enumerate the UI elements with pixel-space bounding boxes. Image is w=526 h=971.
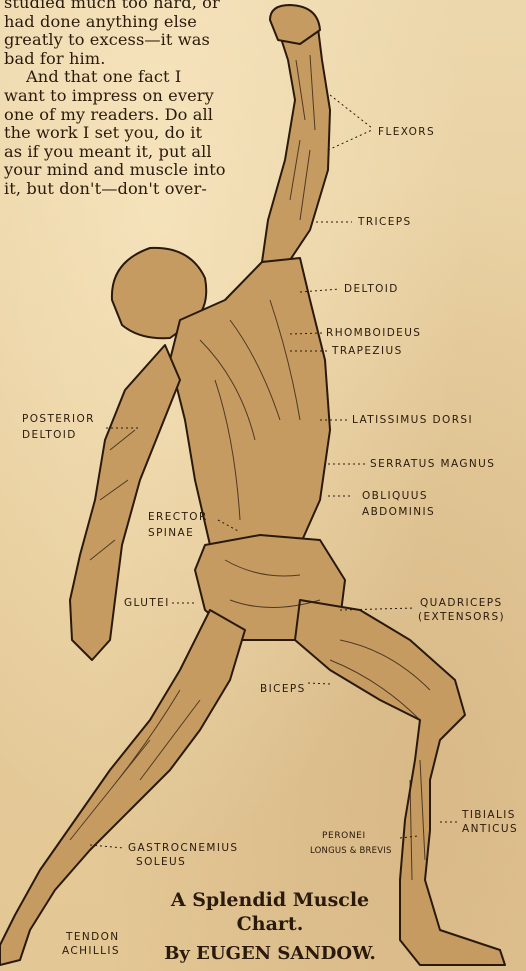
label-achillis: ACHILLIS — [62, 945, 120, 957]
caption-byline: By EUGEN SANDOW. — [140, 942, 400, 966]
label-biceps: BICEPS — [260, 683, 306, 695]
label-posterior-deltoid: DELTOID — [22, 429, 77, 441]
label-trapezius: TRAPEZIUS — [332, 345, 403, 357]
label-posterior: POSTERIOR — [22, 413, 95, 425]
label-serratus-magnus: SERRATUS MAGNUS — [370, 458, 495, 470]
label-erector: ERECTOR — [148, 511, 208, 523]
label-longus-brevis: LONGUS & BREVIS — [310, 846, 392, 856]
label-anticus: ANTICUS — [462, 823, 518, 835]
caption-title: A Splendid Muscle — [140, 888, 400, 912]
caption-title-line2: Chart. — [140, 912, 400, 936]
label-abdominis: ABDOMINIS — [362, 506, 435, 518]
label-flexors: FLEXORS — [378, 126, 435, 138]
label-gastrocnemius: GASTROCNEMIUS — [128, 842, 239, 854]
label-rhomboideus: RHOMBOIDEUS — [326, 327, 421, 339]
label-extensors: (EXTENSORS) — [418, 611, 505, 623]
label-glutei: GLUTEI — [124, 597, 170, 609]
label-triceps: TRICEPS — [358, 216, 412, 228]
lowered-arm — [70, 345, 180, 660]
label-tibialis: TIBIALIS — [462, 809, 516, 821]
raised-arm — [262, 10, 330, 262]
label-quadriceps: QUADRICEPS — [420, 597, 503, 609]
label-latissimus-dorsi: LATISSIMUS DORSI — [352, 414, 473, 426]
label-spinae: SPINAE — [148, 527, 194, 539]
label-tendon: TENDON — [66, 931, 120, 943]
label-deltoid: DELTOID — [344, 283, 399, 295]
label-soleus: SOLEUS — [136, 856, 186, 868]
label-peronei: PERONEI — [322, 831, 366, 841]
label-obliquus: OBLIQUUS — [362, 490, 428, 502]
